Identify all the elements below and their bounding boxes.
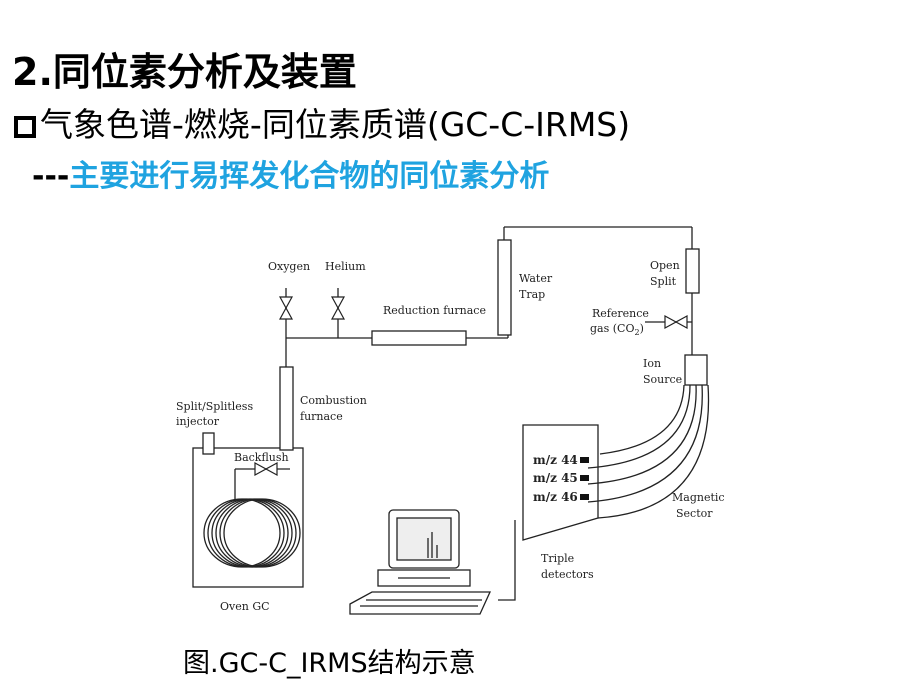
magnetic-label: Magnetic bbox=[672, 491, 725, 504]
column-coil bbox=[203, 498, 301, 568]
figure-caption: 图.GC-C_IRMS结构示意 bbox=[183, 648, 476, 679]
note-line: ---主要进行易挥发化合物的同位素分析 bbox=[32, 156, 549, 198]
subtitle-text: 气象色谱-燃烧-同位素质谱(GC-C-IRMS) bbox=[40, 105, 631, 144]
oven-gc-label: Oven GC bbox=[220, 600, 270, 613]
ion-label: Ion bbox=[643, 357, 661, 370]
source-label: Source bbox=[643, 373, 682, 386]
split-label: Split bbox=[650, 275, 677, 288]
trap-label: Trap bbox=[519, 288, 545, 301]
ion-source-block bbox=[684, 354, 708, 386]
note-text: 主要进行易挥发化合物的同位素分析 bbox=[69, 159, 550, 194]
mz45-label: m/z 45 bbox=[533, 471, 578, 485]
injector-block bbox=[202, 432, 215, 455]
reference-label: Reference bbox=[592, 307, 649, 320]
mz44-label: m/z 44 bbox=[533, 453, 578, 467]
combustion-furnace-tube bbox=[279, 366, 294, 451]
slide-title: 2.同位素分析及装置 bbox=[12, 50, 357, 94]
injector-label: injector bbox=[176, 415, 220, 428]
detector-housing bbox=[522, 424, 599, 541]
detector-cup-46 bbox=[580, 494, 589, 500]
water-trap-tube bbox=[497, 239, 512, 336]
sector-label: Sector bbox=[676, 507, 713, 520]
reduction-furnace-label: Reduction furnace bbox=[383, 304, 486, 317]
note-dash: --- bbox=[32, 159, 70, 194]
subtitle: 气象色谱-燃烧-同位素质谱(GC-C-IRMS) bbox=[14, 103, 630, 147]
detectors-label: detectors bbox=[541, 568, 594, 581]
open-label: Open bbox=[650, 259, 680, 272]
ref-gas-close: ) bbox=[640, 322, 644, 335]
ion-path-44 bbox=[587, 384, 691, 469]
triple-label: Triple bbox=[541, 552, 574, 565]
water-label: Water bbox=[519, 272, 553, 285]
oven-box bbox=[192, 447, 304, 588]
reduction-furnace-tube bbox=[371, 330, 467, 346]
keyboard bbox=[349, 591, 492, 615]
square-bullet-icon bbox=[14, 116, 36, 138]
detector-cup-44 bbox=[580, 457, 589, 463]
combustion-label: Combustion bbox=[300, 394, 367, 407]
helium-valve bbox=[330, 296, 346, 310]
open-split-tube bbox=[685, 248, 700, 294]
oxygen-valve bbox=[278, 296, 294, 310]
furnace-label: furnace bbox=[300, 410, 343, 423]
backflush-valve bbox=[254, 461, 268, 477]
oxygen-label: Oxygen bbox=[268, 260, 310, 273]
split-splitless-label: Split/Splitless bbox=[176, 400, 253, 413]
backflush-label: Backflush bbox=[234, 451, 289, 464]
ref-gas-label: gas (CO2) bbox=[590, 322, 644, 337]
helium-label: Helium bbox=[325, 260, 366, 273]
mz46-label: m/z 46 bbox=[533, 490, 578, 504]
ref-gas-text: gas (CO bbox=[590, 322, 634, 335]
detector-cup-45 bbox=[580, 475, 589, 481]
reference-valve bbox=[664, 314, 678, 330]
ref-gas-subscript: 2 bbox=[634, 328, 639, 337]
